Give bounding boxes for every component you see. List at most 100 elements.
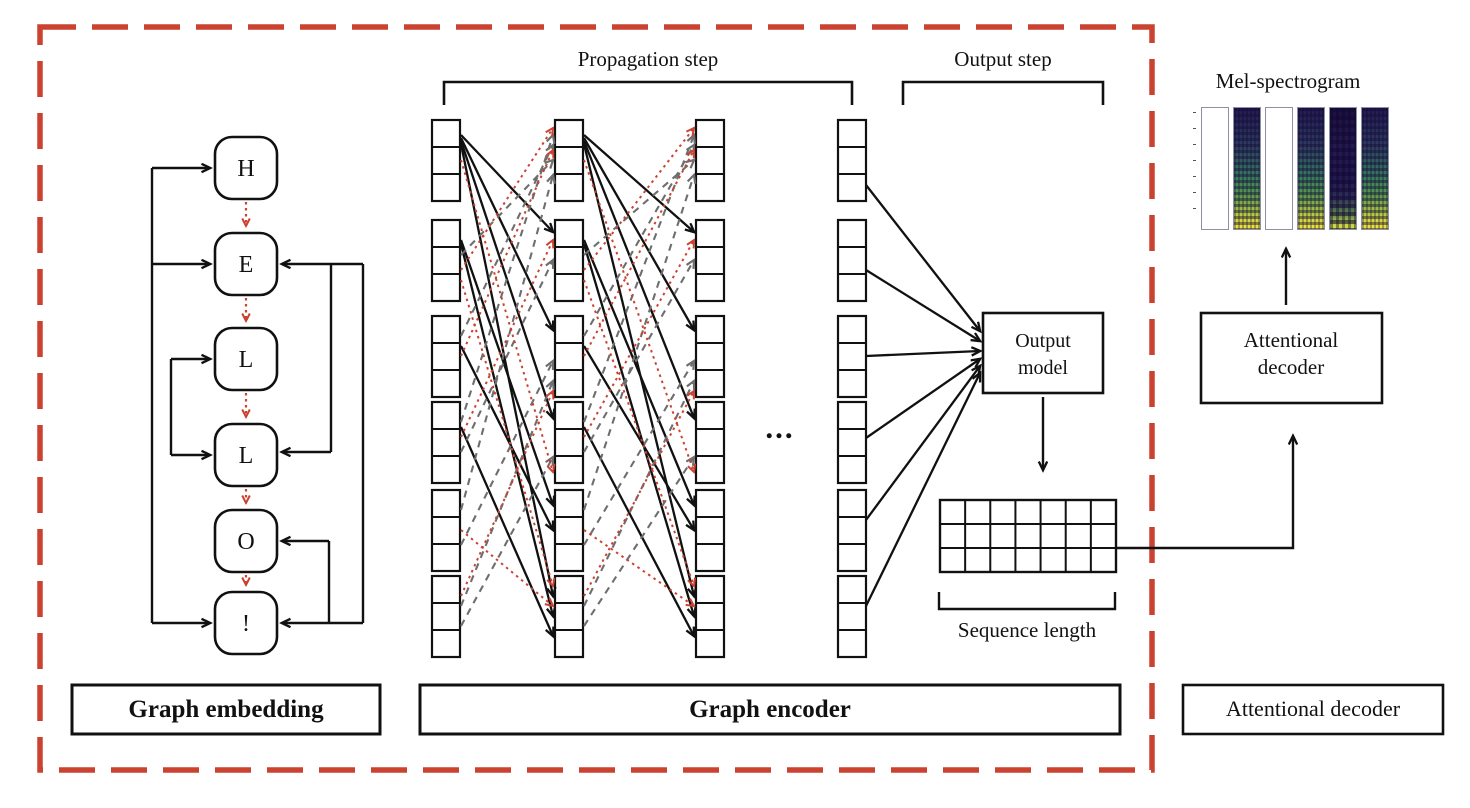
feature-cell-outline: [694, 118, 726, 203]
feature-cell-outline: [694, 488, 726, 573]
feature-cell-outline: [836, 218, 868, 303]
feature-vector-stack: [430, 218, 462, 303]
propagation-edge-gray: [460, 361, 553, 546]
feature-cell-outline: [836, 314, 868, 399]
graph-encoder-label-box: Graph encoder: [418, 683, 1122, 736]
output-fan-arrow: [865, 269, 980, 341]
attentional-decoder-panel: Mel-spectrogram Attentional decoder Atte…: [1181, 69, 1445, 736]
propagation-edge-red: [460, 279, 553, 586]
propagation-step-bracket: Propagation step: [442, 47, 854, 105]
attentional-decoder-line1: Attentional: [1244, 328, 1339, 352]
output-fan-arrow: [865, 184, 980, 331]
feature-vector-stack: [694, 314, 726, 399]
propagation-edge-gray: [583, 260, 694, 453]
feature-vector-stack: [694, 218, 726, 303]
attentional-decoder-label-box: Attentional decoder: [1181, 683, 1445, 736]
propagation-edge-red: [460, 159, 553, 472]
propagation-edges: [459, 128, 694, 636]
mel-spectrogram-label: Mel-spectrogram: [1216, 69, 1361, 93]
feature-cell-outline: [694, 400, 726, 485]
attentional-decoder-label: Attentional decoder: [1226, 696, 1401, 721]
feature-vector-stack: [430, 574, 462, 659]
char-node-exclaim: !: [213, 590, 279, 656]
feature-vector-stack: [694, 574, 726, 659]
propagation-edge-black: [583, 137, 694, 330]
output-fan-arrow: [865, 366, 980, 521]
feature-cell-outline: [836, 574, 868, 659]
propagation-edge-red: [583, 240, 694, 438]
output-fan-arrow: [865, 351, 980, 358]
output-fan-arrow: [864, 373, 980, 607]
propagation-edge-black: [582, 243, 694, 616]
propagation-edge-black: [582, 426, 694, 636]
char-node-box: [213, 508, 279, 574]
feature-cell-outline: [430, 574, 462, 659]
feature-cell-outline: [430, 314, 462, 399]
feature-cell-outline: [553, 488, 585, 573]
propagation-edge-red: [583, 391, 694, 597]
output-model-fan: [864, 184, 980, 607]
propagation-edge-black: [583, 345, 694, 530]
feature-vector-stack: [694, 488, 726, 573]
feature-cell-outline: [553, 574, 585, 659]
char-node-box: [213, 326, 279, 392]
propagation-edge-gray: [460, 145, 553, 337]
propagation-step-label: Propagation step: [578, 47, 719, 71]
graph-encoder-panel: Propagation step Output step ... Output …: [418, 47, 1293, 736]
feature-cell-outline: [430, 400, 462, 485]
propagation-edge-gray: [460, 260, 553, 453]
propagation-edge-gray: [583, 175, 694, 511]
feature-cell-outline: [836, 118, 868, 203]
char-node-e: E: [213, 231, 279, 297]
char-node-box: [213, 231, 279, 297]
feature-vector-stack: [553, 218, 585, 303]
feature-vector-stack: [553, 574, 585, 659]
feature-vector-stack: [430, 314, 462, 399]
attentional-decoder-box: Attentional decoder: [1199, 311, 1384, 405]
spectrogram-strip: [1266, 108, 1292, 229]
red-dashed-boundary: [37, 24, 1155, 773]
char-node-o: O: [213, 508, 279, 574]
spectrogram-strip: [1298, 108, 1324, 229]
feature-vector-stack: [836, 118, 868, 203]
output-step-bracket: Output step: [901, 47, 1105, 105]
propagation-edge-black: [583, 134, 694, 232]
spectrogram-strip: [1234, 108, 1260, 229]
propagation-edge-red: [583, 279, 694, 586]
feature-vector-stack: [836, 574, 868, 659]
char-node-l1: L: [213, 326, 279, 392]
mel-spectrogram-image: [1193, 108, 1388, 229]
ellipsis: ...: [765, 410, 794, 445]
propagation-edge-gray: [460, 160, 553, 256]
feature-cell-outline: [836, 488, 868, 573]
output-model-label-line1: Output: [1015, 330, 1071, 352]
label-box: [70, 683, 382, 736]
sequence-length-label: Sequence length: [958, 618, 1097, 642]
feature-cell-outline: [553, 118, 585, 203]
char-node-label: E: [239, 252, 254, 278]
graph-embedding-panel: H E L L O !: [70, 135, 382, 736]
bracket: [442, 80, 854, 105]
box: [1199, 311, 1384, 405]
spectrogram-strip: [1362, 108, 1388, 229]
feature-vector-stack: [694, 400, 726, 485]
graph-embedding-label: Graph embedding: [128, 696, 324, 723]
char-node-label: O: [237, 529, 254, 555]
feature-vector-stack: [836, 218, 868, 303]
feature-cell-outline: [430, 118, 462, 203]
feature-vector-stack: [836, 314, 868, 399]
feature-vector-stack: [836, 400, 868, 485]
graph-embedding-label-box: Graph embedding: [70, 683, 382, 736]
feature-cell-outline: [553, 400, 585, 485]
output-model-label-line2: model: [1018, 357, 1068, 379]
feature-cell-outline: [694, 314, 726, 399]
graph-encoder-label: Graph encoder: [689, 696, 851, 723]
feature-vector-stack: [553, 488, 585, 573]
spectrogram-strip: [1202, 108, 1228, 229]
feature-vector-stack: [430, 400, 462, 485]
feature-cell-outline: [553, 218, 585, 303]
propagation-edge-red: [460, 150, 553, 357]
propagation-edge-black: [459, 345, 553, 530]
